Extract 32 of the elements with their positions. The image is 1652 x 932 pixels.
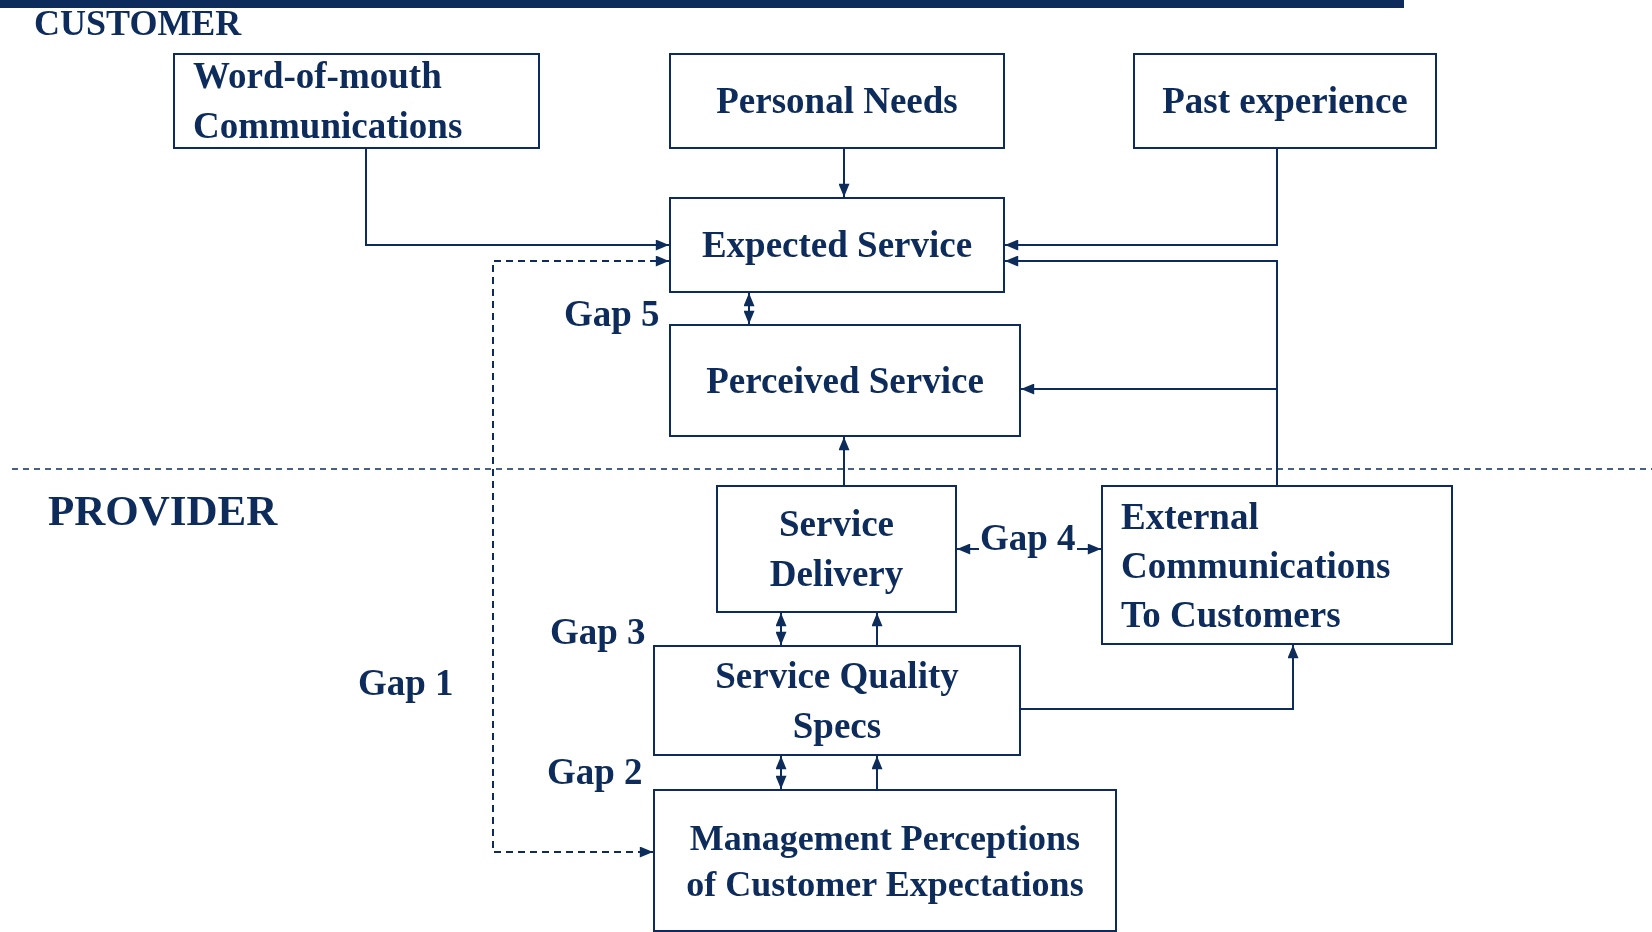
box-text: External Communications To Customers xyxy=(1121,494,1392,637)
section-heading: CUSTOMER xyxy=(34,2,242,44)
box-text: Perceived Service xyxy=(705,358,985,403)
process-box xyxy=(669,53,1005,149)
process-box xyxy=(1101,485,1453,645)
arrow xyxy=(775,755,787,790)
box-text: Word-of-mouth Communications xyxy=(193,54,464,148)
process-box xyxy=(669,324,1021,437)
arrow xyxy=(838,436,850,486)
section-heading: PROVIDER xyxy=(48,486,278,535)
arrow xyxy=(1020,644,1299,710)
arrow xyxy=(1004,148,1278,251)
box-text: Service Delivery xyxy=(768,502,905,596)
arrow xyxy=(871,755,883,790)
arrow xyxy=(365,148,670,251)
arrow xyxy=(775,612,787,646)
process-box xyxy=(669,197,1005,293)
process-box xyxy=(653,789,1117,932)
process-box xyxy=(1133,53,1437,149)
arrow xyxy=(743,292,755,325)
box-text: Service Quality Specs xyxy=(714,653,960,748)
process-box xyxy=(653,645,1021,756)
box-text: Personal Needs xyxy=(715,79,959,123)
process-box xyxy=(173,53,540,149)
arrow xyxy=(838,148,850,198)
box-text: Past experience xyxy=(1161,79,1409,123)
process-box xyxy=(716,485,957,613)
box-text: Management Perceptions of Customer Expectations xyxy=(685,816,1085,906)
arrow xyxy=(1020,383,1278,486)
box-text: Expected Service xyxy=(700,223,974,267)
dashed-arrow xyxy=(492,255,670,858)
arrow xyxy=(871,612,883,646)
